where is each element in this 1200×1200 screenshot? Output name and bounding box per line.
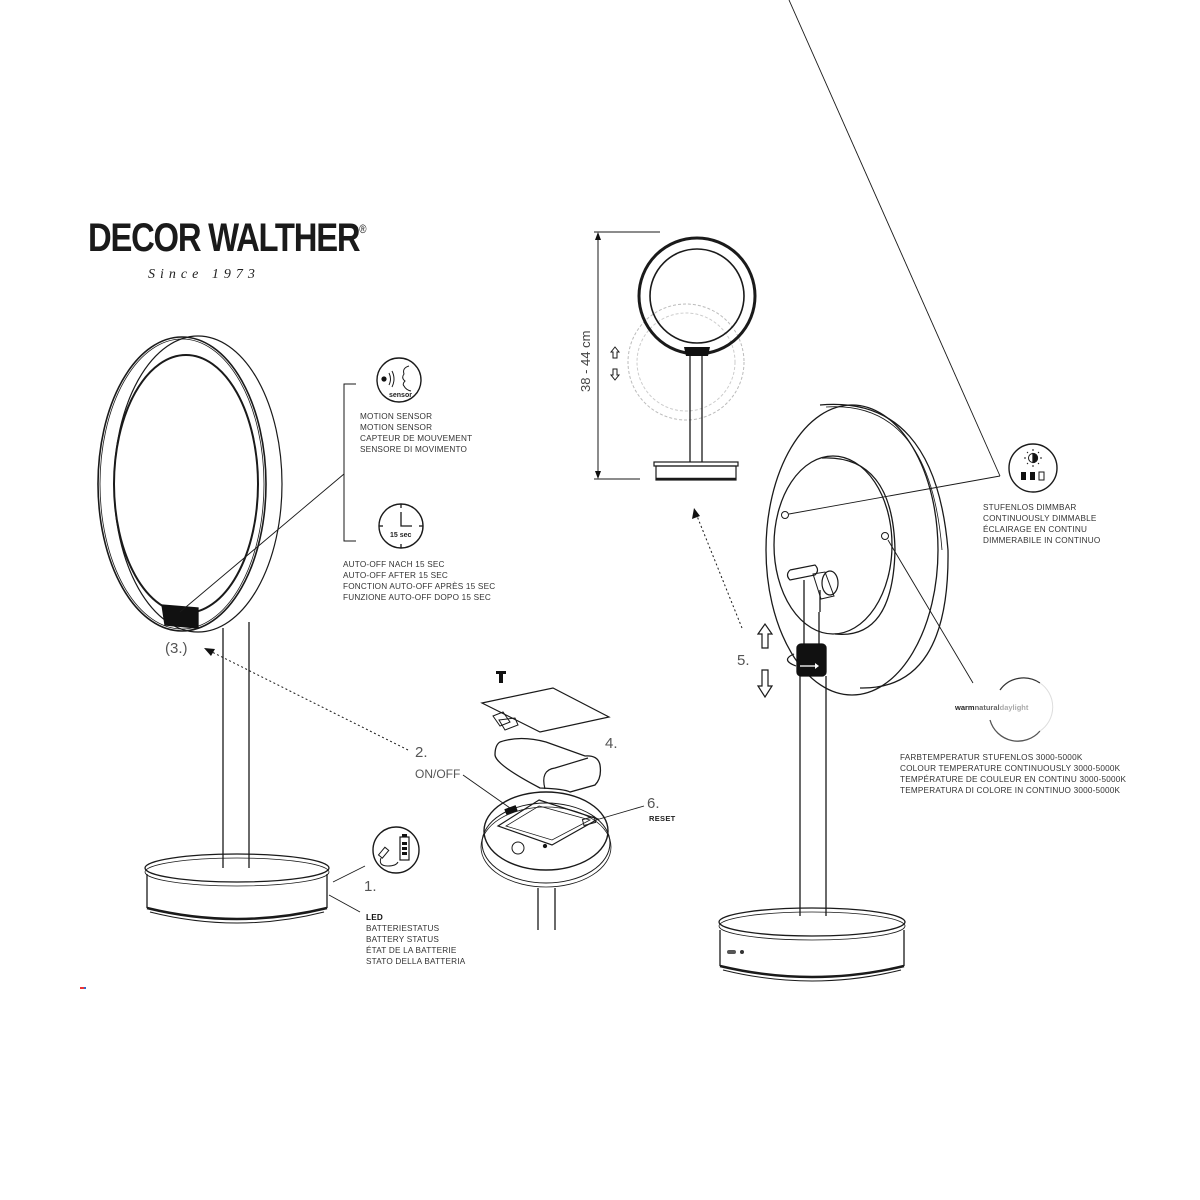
caption-line-en: BATTERY STATUS <box>366 935 440 944</box>
right-mirror-back <box>718 403 949 982</box>
on-off-label: ON/OFF <box>415 767 461 781</box>
caption-line-de: AUTO-OFF NACH 15 SEC <box>343 560 445 569</box>
caption-line-de: MOTION SENSOR <box>360 412 433 421</box>
caption-line-it: STATO DELLA BATTERIA <box>366 957 466 966</box>
caption-line-fr: ÉCLAIRAGE EN CONTINU <box>983 525 1088 534</box>
caption-line-fr: ÉTAT DE LA BATTERIE <box>366 946 457 955</box>
callout-number-4: 4. <box>605 735 618 752</box>
color-temperature-caption: FARBTEMPERATUR STUFENLOS 3000-5000K COLO… <box>900 752 1126 796</box>
caption-line-it: SENSORE DI MOVIMENTO <box>360 445 468 454</box>
caption-line-it: FUNZIONE AUTO-OFF DOPO 15 SEC <box>343 593 492 602</box>
caption-line-de: FARBTEMPERATUR STUFENLOS 3000-5000K <box>900 753 1083 762</box>
battery-charging-icon <box>372 826 420 874</box>
up-down-arrows-small-icon <box>609 346 621 381</box>
height-dimension-diagram <box>594 231 757 481</box>
clock-icon <box>378 503 424 549</box>
sensor-leader-line <box>179 473 345 613</box>
up-down-arrows-large-icon <box>756 622 774 699</box>
sensor-icon-label: sensor <box>389 392 412 399</box>
clock-icon-label: 15 sec <box>390 532 412 539</box>
registered-mark: ® <box>359 222 367 236</box>
caption-line-de: BATTERIESTATUS <box>366 924 440 933</box>
caption-line-de: STUFENLOS DIMMBAR <box>983 503 1077 512</box>
battery-status-caption: LED BATTERIESTATUS BATTERY STATUS ÉTAT D… <box>366 912 465 967</box>
scale-natural: natural <box>974 703 1000 712</box>
left-mirror-front <box>97 335 330 924</box>
height-dimension-label: 38 - 44 cm <box>578 330 593 392</box>
scale-daylight: daylight <box>999 703 1029 712</box>
brightness-icon <box>1008 443 1058 493</box>
color-temperature-icon <box>989 677 1054 742</box>
brand-name: DECOR WALTHER <box>88 216 361 260</box>
color-temperature-scale: warmnaturaldaylight <box>955 703 1028 712</box>
caption-line-it: TEMPERATURA DI COLORE IN CONTINUO 3000-5… <box>900 786 1121 795</box>
led-title: LED <box>366 913 383 922</box>
callout-number-6: 6. <box>647 795 660 812</box>
auto-off-caption: AUTO-OFF NACH 15 SEC AUTO-OFF AFTER 15 S… <box>343 559 495 603</box>
caption-line-fr: FONCTION AUTO-OFF APRÈS 15 SEC <box>343 582 496 591</box>
scale-warm: warm <box>955 703 975 712</box>
battery-compartment-exploded <box>480 671 612 930</box>
callout-number-2: 2. <box>415 744 428 761</box>
caption-line-en: CONTINUOUSLY DIMMABLE <box>983 514 1097 523</box>
brand-logo: DECOR WALTHER® <box>88 216 367 261</box>
caption-line-en: COLOUR TEMPERATURE CONTINUOUSLY 3000-500… <box>900 764 1121 773</box>
dimmable-caption: STUFENLOS DIMMBAR CONTINUOUSLY DIMMABLE … <box>983 502 1100 546</box>
caption-line-it: DIMMERABILE IN CONTINUO <box>983 536 1101 545</box>
caption-line-fr: TEMPÉRATURE DE COULEUR EN CONTINU 3000-5… <box>900 775 1127 784</box>
callout-number-5: 5. <box>737 652 750 669</box>
reset-label: RESET <box>649 814 676 823</box>
motion-sensor-caption: MOTION SENSOR MOTION SENSOR CAPTEUR DE M… <box>360 411 472 455</box>
motion-sensor-icon <box>376 357 422 403</box>
caption-line-fr: CAPTEUR DE MOUVEMENT <box>360 434 473 443</box>
caption-line-en: AUTO-OFF AFTER 15 SEC <box>343 571 449 580</box>
callout-number-1: 1. <box>364 878 377 895</box>
brand-tagline: Since 1973 <box>148 267 260 282</box>
caption-line-en: MOTION SENSOR <box>360 423 433 432</box>
callout-number-3: (3.) <box>165 640 188 657</box>
